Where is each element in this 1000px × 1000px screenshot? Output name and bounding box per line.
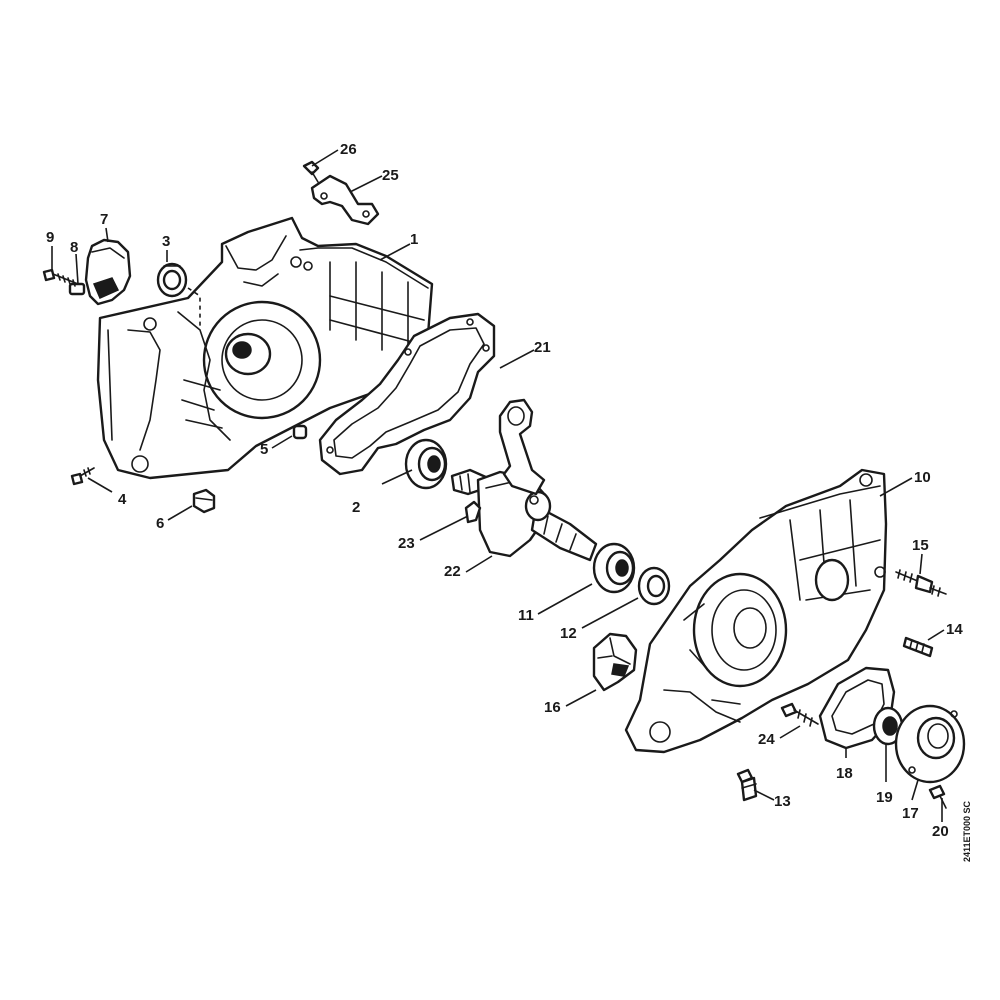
screw-26[interactable]	[302, 160, 320, 183]
bracket[interactable]	[310, 174, 380, 226]
callout-4: 4	[118, 491, 127, 508]
dowel-pin[interactable]	[292, 424, 308, 440]
callout-11: 11	[518, 607, 534, 624]
callout-12: 12	[560, 625, 577, 642]
callout-18: 18	[836, 765, 853, 782]
callout-9: 9	[46, 229, 54, 246]
cover[interactable]	[894, 704, 966, 784]
oil-seal-right[interactable]	[637, 566, 671, 606]
screw-24[interactable]	[780, 702, 819, 727]
screw-4[interactable]	[70, 467, 95, 486]
crankshaft[interactable]	[450, 468, 598, 562]
connecting-rod[interactable]	[498, 398, 546, 496]
drawing-code: 2411ET000 SC	[962, 800, 972, 862]
oil-seal-left[interactable]	[156, 262, 188, 298]
callout-25: 25	[382, 167, 399, 184]
oil-seal-cover[interactable]	[872, 706, 904, 746]
callout-16: 16	[544, 699, 561, 716]
plug[interactable]	[192, 488, 216, 514]
callout-3: 3	[162, 233, 170, 250]
callout-1: 1	[410, 231, 418, 248]
callout-20: 20	[932, 823, 949, 840]
pin-14[interactable]	[902, 636, 934, 658]
callout-6: 6	[156, 515, 164, 532]
needle-cage[interactable]	[464, 500, 482, 524]
callout-13: 13	[774, 793, 791, 810]
sleeve[interactable]	[68, 282, 86, 296]
leader-lines	[51, 149, 945, 822]
crankcase-left-half[interactable]	[96, 216, 434, 480]
callout-21: 21	[534, 339, 551, 356]
callout-8: 8	[70, 239, 78, 256]
stud-15[interactable]	[895, 569, 947, 597]
crankcase-gasket[interactable]	[318, 312, 496, 476]
screw-20[interactable]	[928, 784, 947, 809]
crankcase-right-half[interactable]	[624, 468, 888, 754]
rubber-buffer[interactable]	[592, 632, 638, 692]
callout-15: 15	[912, 537, 929, 554]
callout-7: 7	[100, 211, 108, 228]
callout-24: 24	[758, 731, 775, 748]
screw-9[interactable]	[42, 268, 79, 287]
callout-labels: 1 2 3 4 5 6 7 8 9 10 11 12 13 14 15 16 1…	[46, 141, 963, 840]
callout-22: 22	[444, 563, 461, 580]
ball-bearing-right[interactable]	[592, 542, 636, 594]
ball-bearing-left[interactable]	[404, 438, 448, 490]
callout-14: 14	[946, 621, 963, 638]
callout-5: 5	[260, 441, 268, 458]
callout-17: 17	[902, 805, 919, 822]
annular-buffer[interactable]	[84, 238, 132, 306]
callout-2: 2	[352, 499, 360, 516]
callout-10: 10	[914, 469, 931, 486]
callout-26: 26	[340, 141, 357, 158]
callout-23: 23	[398, 535, 415, 552]
fitting-13[interactable]	[736, 768, 758, 802]
callout-19: 19	[876, 789, 893, 806]
